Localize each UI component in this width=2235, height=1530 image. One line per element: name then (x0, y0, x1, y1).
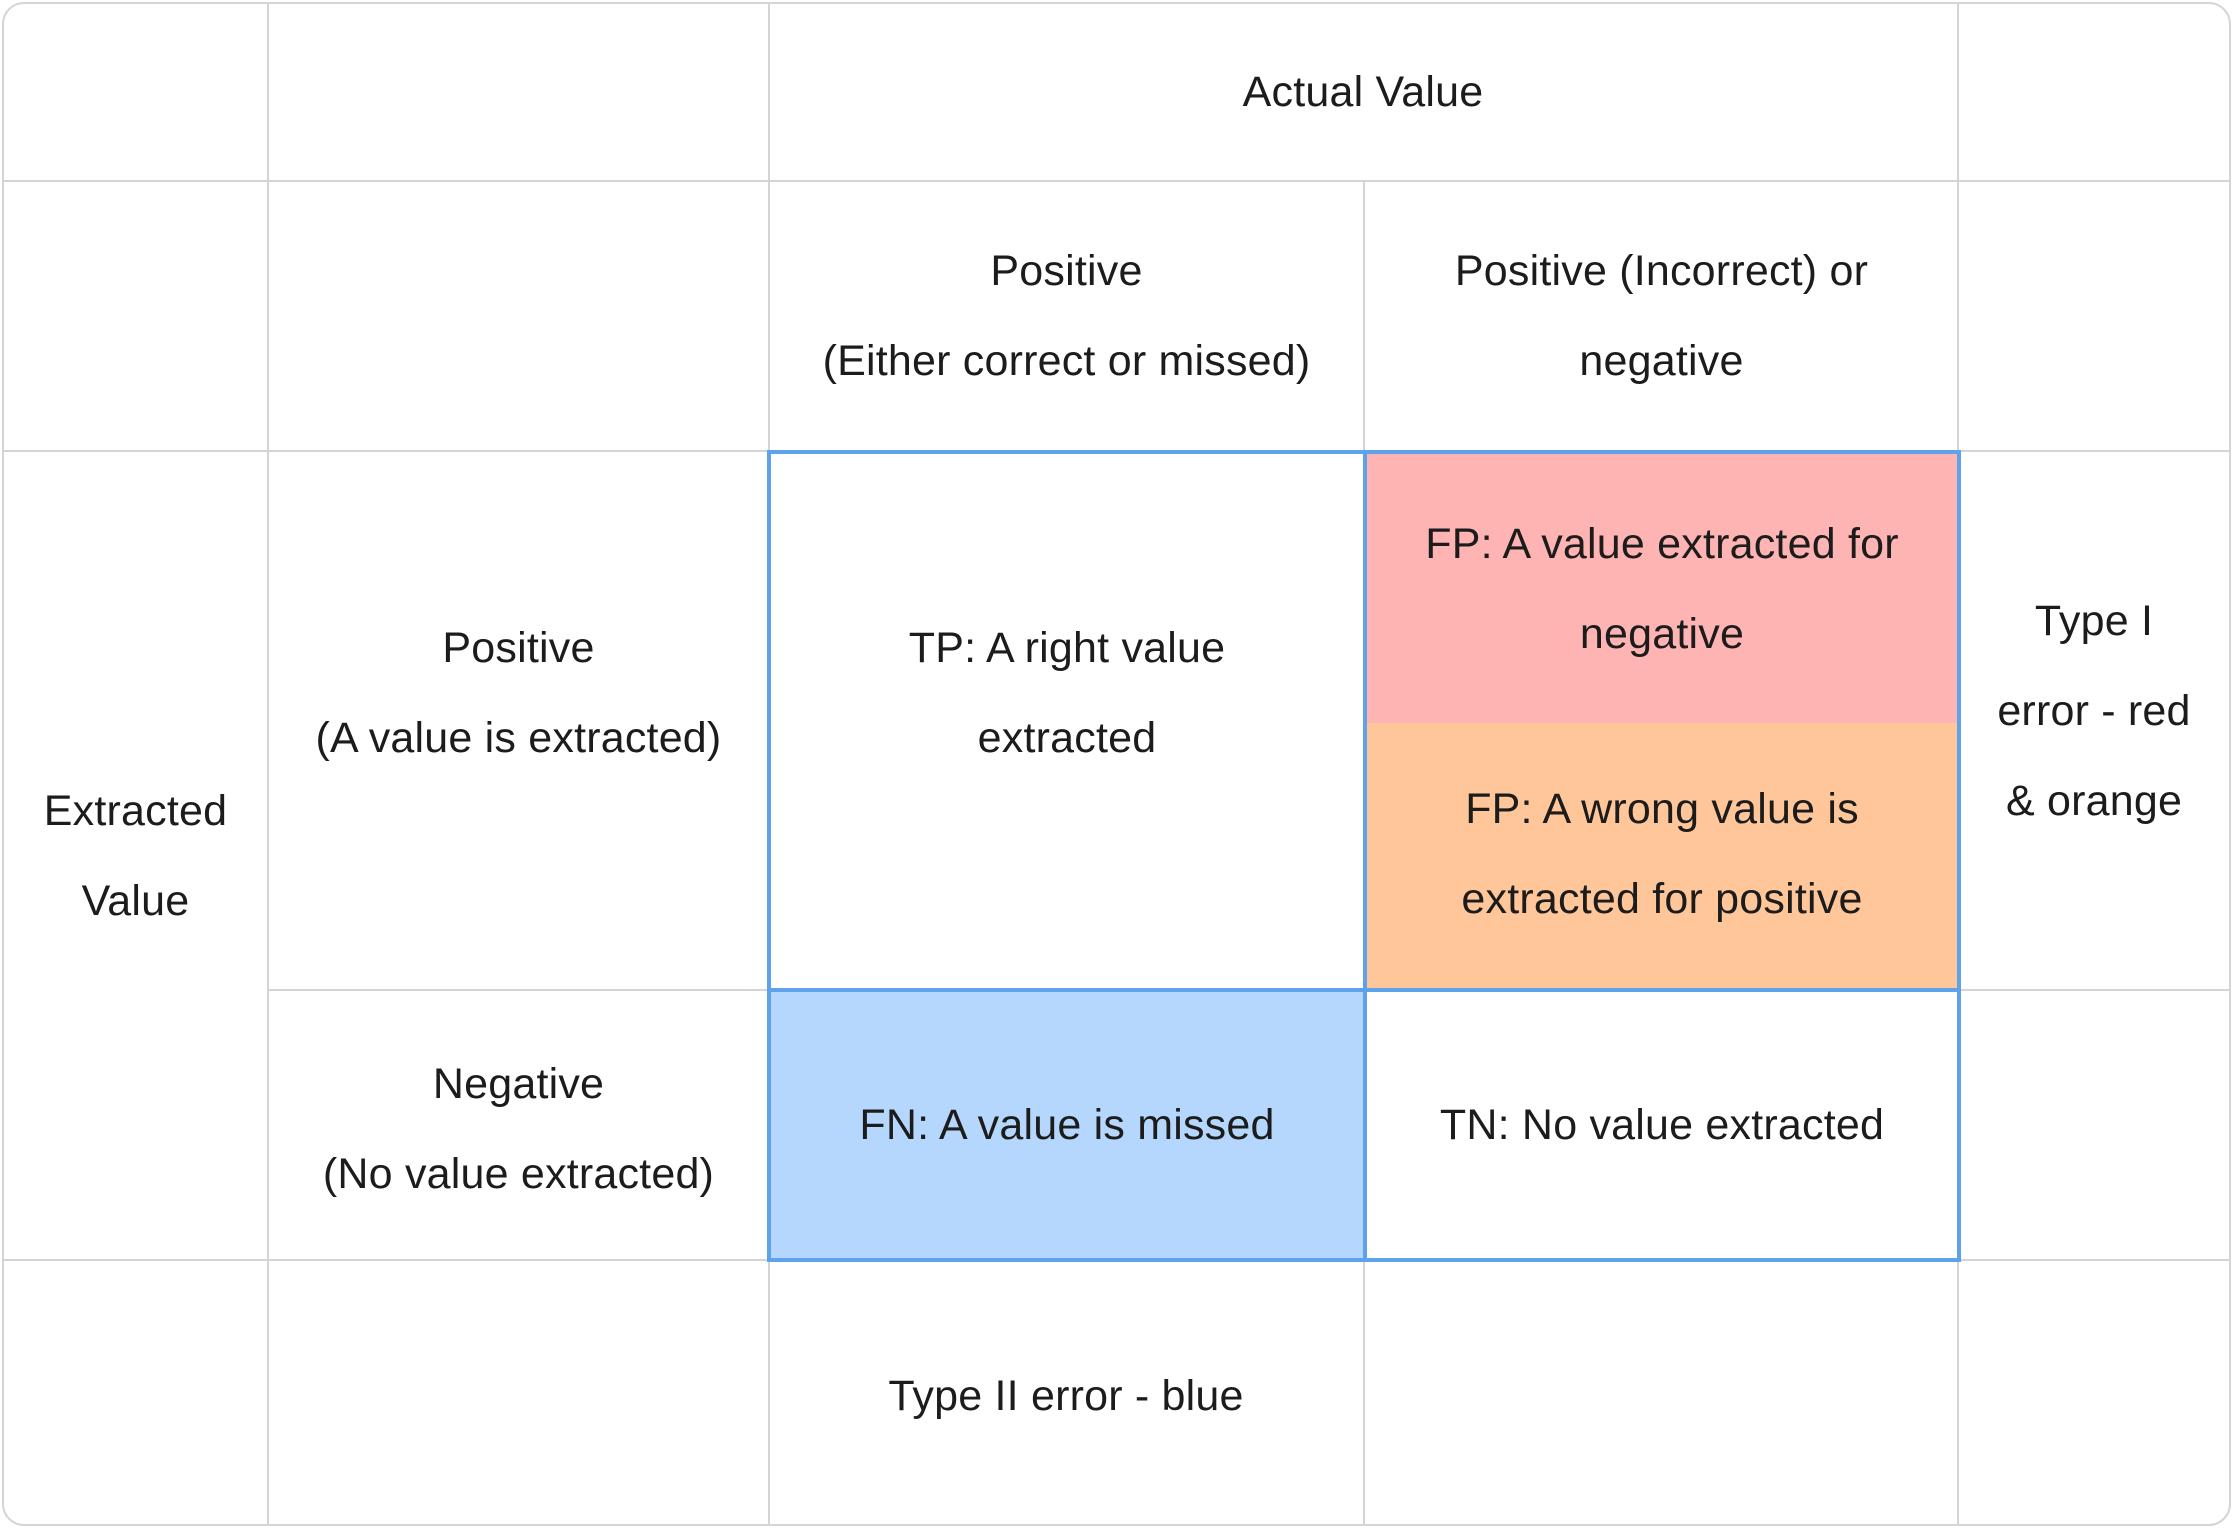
tp-cell: TP: A right value extracted (771, 454, 1363, 988)
type2-error-note: Type II error - blue (769, 1261, 1363, 1524)
actual-value-label: Actual Value (1242, 68, 1484, 116)
col-header-positive: Positive (Either correct or missed) (769, 182, 1364, 450)
tp-label-line1: TP: A right value (908, 624, 1226, 672)
extracted-value-header: Extracted Value (4, 452, 267, 1259)
actual-value-header: Actual Value (769, 4, 1957, 180)
tn-label: TN: No value extracted (1439, 1101, 1885, 1149)
type1-error-note: Type I error - red & orange (1959, 452, 2229, 989)
col-positive-subtitle: (Either correct or missed) (822, 337, 1311, 385)
col-negative-subtitle: negative (1579, 337, 1744, 385)
extracted-label-line1: Extracted (43, 786, 228, 835)
col-positive-title: Positive (990, 247, 1143, 295)
type1-line2: error - red (1997, 686, 2191, 735)
type2-label: Type II error - blue (888, 1371, 1244, 1420)
fn-fill (769, 990, 1365, 1260)
row-positive-title: Positive (442, 623, 595, 672)
fp-wrong-line1: FP: A wrong value is (1465, 784, 1859, 833)
row-header-positive: Positive (A value is extracted) (269, 452, 768, 989)
type1-line1: Type I (2034, 596, 2154, 645)
fp-wrong-fill (1365, 723, 1959, 990)
tp-label-line2: extracted (977, 714, 1157, 762)
fp-wrong-cell: FP: A wrong value is extracted for posit… (1367, 723, 1957, 988)
row-header-negative: Negative (No value extracted) (269, 991, 768, 1259)
fp-negative-line1: FP: A value extracted for (1425, 519, 1899, 568)
grid-line-v1 (267, 4, 269, 1524)
type1-line3: & orange (2005, 776, 2183, 825)
fn-cell: FN: A value is missed (771, 992, 1363, 1258)
row-positive-subtitle: (A value is extracted) (315, 713, 722, 762)
row-negative-title: Negative (432, 1060, 605, 1108)
col-header-negative: Positive (Incorrect) or negative (1365, 182, 1958, 450)
fp-negative-cell: FP: A value extracted for negative (1367, 454, 1957, 723)
fp-wrong-line2: extracted for positive (1461, 874, 1863, 923)
grid-line-h1 (4, 180, 2229, 182)
tn-cell: TN: No value extracted (1367, 992, 1957, 1258)
extracted-label-line2: Value (81, 876, 190, 925)
fp-negative-fill (1365, 452, 1959, 723)
row-negative-subtitle: (No value extracted) (322, 1150, 715, 1198)
fp-negative-line2: negative (1579, 609, 1745, 658)
fn-label: FN: A value is missed (859, 1101, 1275, 1149)
col-negative-title: Positive (Incorrect) or (1454, 247, 1869, 295)
